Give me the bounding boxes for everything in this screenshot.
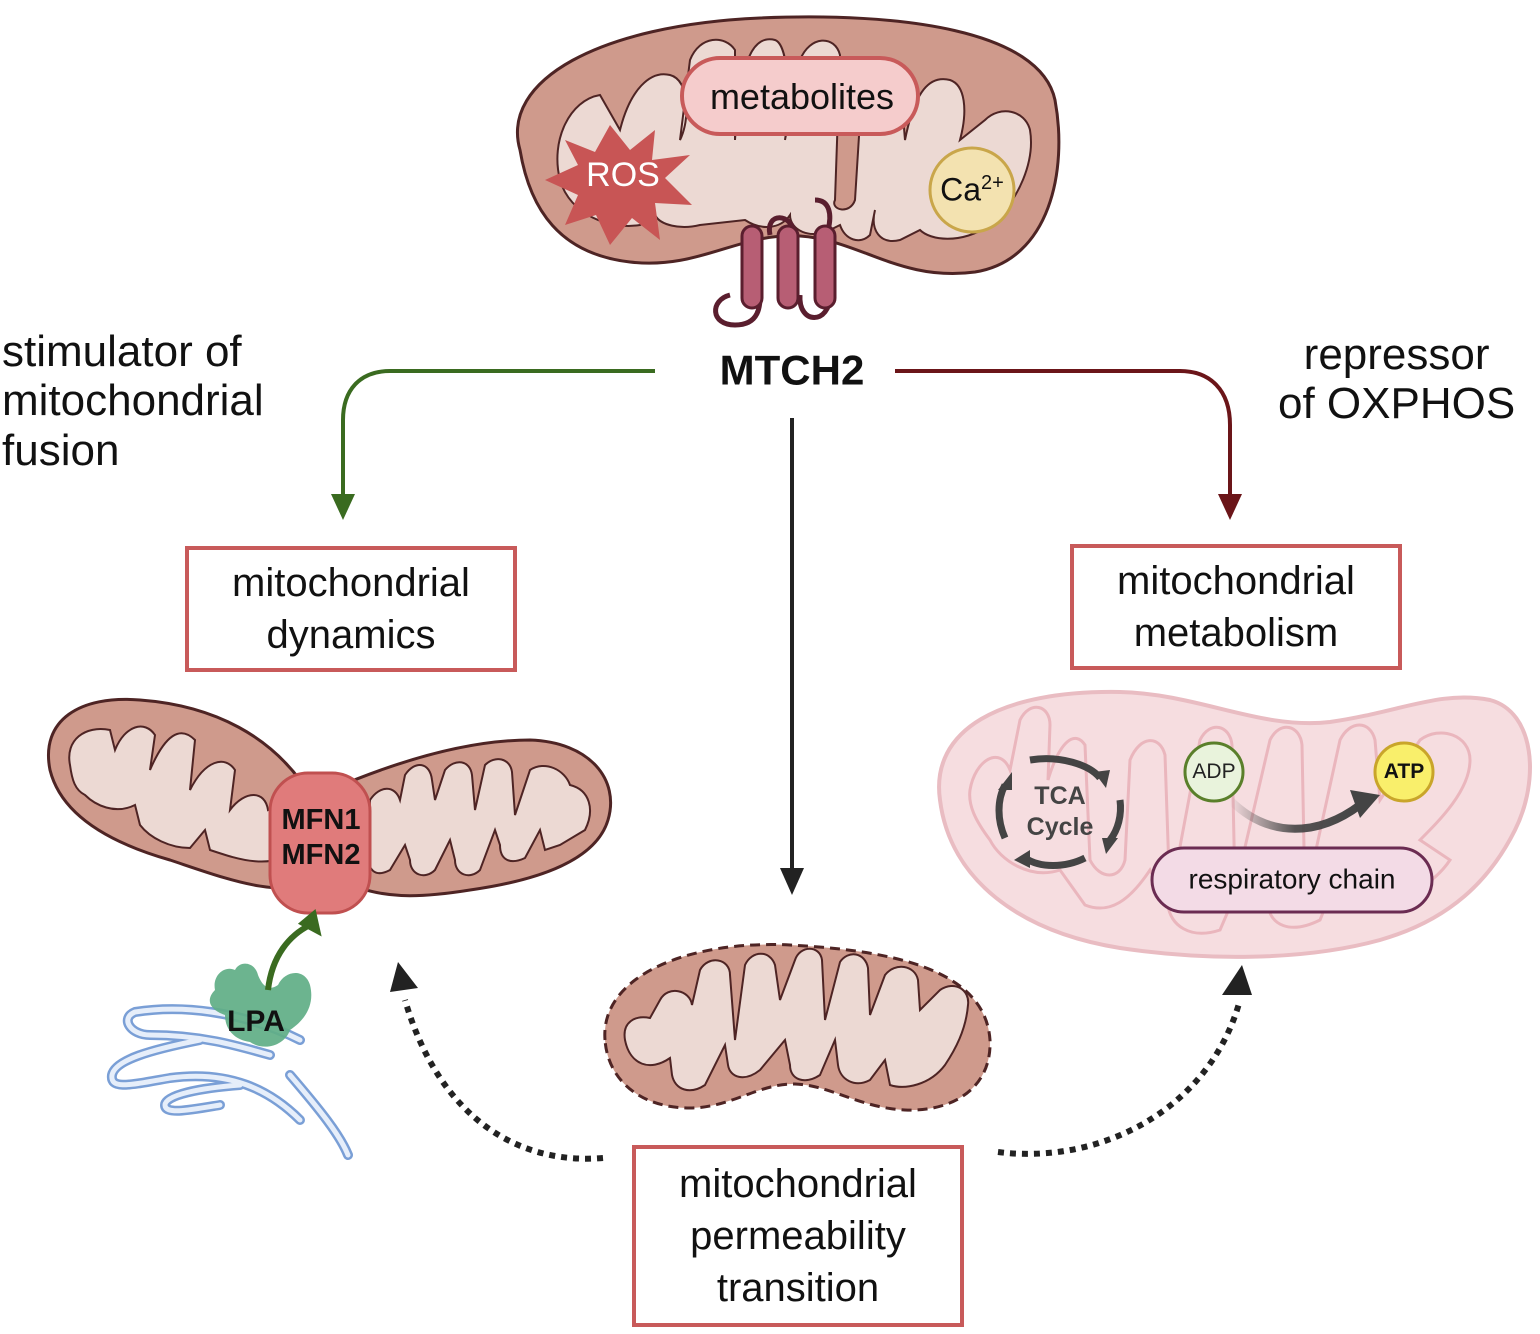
lpa-to-mfn-arrow [265, 908, 322, 991]
permeability-box-line-1: mitochondrial [679, 1162, 917, 1206]
mtch2-label: MTCH2 [719, 346, 865, 394]
ros-burst-icon [545, 125, 692, 245]
top-mitochondrion [516, 15, 1061, 328]
metabolism-box-line-2: metabolism [1133, 611, 1339, 655]
respiratory-chain-label: respiratory chain [1188, 863, 1396, 895]
tca-arrowheads [998, 770, 1118, 868]
lpa-label: LPA [227, 1005, 285, 1039]
respiratory-chain-pill [1150, 846, 1434, 914]
dynamics-box-line-1: mitochondrial [232, 561, 470, 605]
calcium-charge: 2+ [981, 171, 1004, 194]
mfn1-label: MFN1 [281, 804, 361, 837]
permeability-box: mitochondrial permeability transition [632, 1145, 964, 1327]
metabolites-label: metabolites [709, 75, 895, 117]
mtch2-helices [740, 224, 837, 310]
metabolites-pill [680, 56, 920, 136]
ros-label: ROS [586, 155, 660, 194]
oxphos-role-line-2: of OXPHOS [1278, 379, 1516, 429]
metabolism-box-line-1: mitochondrial [1117, 559, 1355, 603]
dynamics-box: mitochondrial dynamics [185, 546, 517, 672]
adp-label: ADP [1192, 760, 1236, 784]
adp-to-atp-arrowhead [1350, 790, 1380, 818]
dynamics-box-line-2: dynamics [266, 613, 436, 657]
mfn-label: MFN1 MFN2 [282, 803, 361, 873]
fusing-mitochondria [47, 697, 613, 915]
fusion-role-line-1: stimulator of [2, 327, 242, 376]
mfn2-label: MFN2 [281, 839, 361, 871]
calcium-label: Ca2+ [940, 171, 1004, 208]
oxphos-role-label: repressor of OXPHOS [1278, 330, 1515, 429]
left-mito-b-cristae [366, 758, 591, 877]
calcium-ion-icon [928, 146, 1016, 234]
tca-line-2: Cycle [1026, 813, 1094, 841]
metabolism-mitochondrion [937, 689, 1532, 959]
lpa-enzyme-icon [209, 963, 312, 1047]
atp-molecule-icon [1373, 741, 1435, 803]
permeable-mitochondrion [603, 943, 992, 1112]
adp-molecule-icon [1183, 741, 1245, 803]
calcium-symbol: Ca [940, 171, 982, 208]
permeability-to-metabolism-arrow [997, 965, 1252, 1157]
fusion-role-line-2: mitochondrial [2, 376, 264, 426]
tca-label: TCA Cycle [1027, 781, 1094, 844]
permeability-box-line-3: transition [716, 1266, 880, 1310]
mfn-complex [268, 771, 372, 915]
fusion-arrow [331, 369, 655, 520]
oxphos-arrow [895, 369, 1242, 520]
oxphos-role-line-1: repressor [1303, 330, 1490, 379]
right-mito-cristae [968, 706, 1472, 935]
permeability-arrow [780, 418, 804, 895]
permeable-mito-cristae [623, 947, 970, 1092]
permeability-box-line-2: permeability [690, 1214, 906, 1258]
fusion-role-line-3: fusion [2, 425, 120, 475]
left-mito-a-cristae [68, 725, 302, 863]
tca-line-1: TCA [1034, 781, 1086, 810]
atp-label: ATP [1383, 760, 1425, 784]
permeability-to-dynamics-arrow [390, 962, 604, 1162]
metabolism-box: mitochondrial metabolism [1070, 544, 1402, 670]
adp-to-atp-arrow [1227, 797, 1363, 833]
fusion-role-label: stimulator of mitochondrial fusion [2, 327, 264, 475]
